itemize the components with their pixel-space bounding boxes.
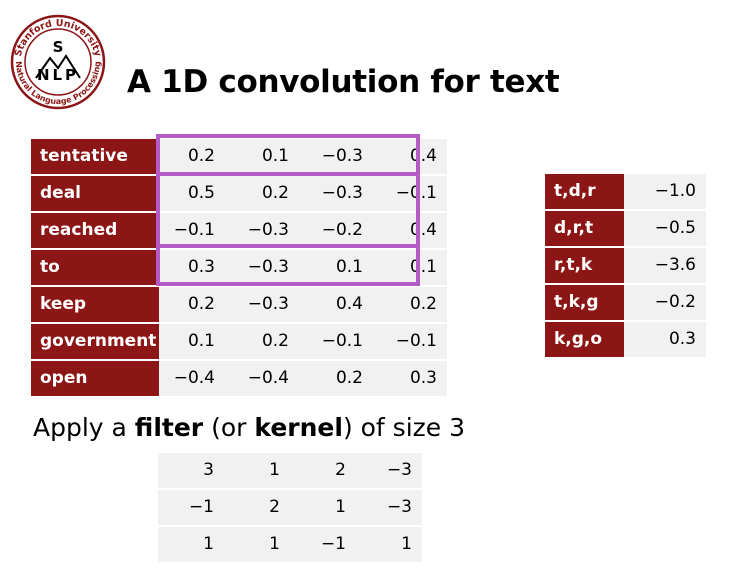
embedding-value: 0.1 xyxy=(159,324,225,359)
filter-value: −3 xyxy=(356,453,422,488)
embedding-value: 0.2 xyxy=(373,287,447,322)
logo-letter: S xyxy=(53,38,64,56)
embedding-value: 0.5 xyxy=(159,176,225,211)
embedding-value: −0.1 xyxy=(373,324,447,359)
filter-value: 1 xyxy=(158,527,224,562)
result-value: 0.3 xyxy=(624,322,706,357)
window-label: t,k,g xyxy=(545,285,624,320)
window-highlight-2 xyxy=(156,172,420,286)
caption-kernel: kernel xyxy=(254,413,343,442)
embedding-value: −0.3 xyxy=(225,287,299,322)
word-label: keep xyxy=(31,287,159,322)
embedding-value: −0.3 xyxy=(299,139,373,174)
word-label: reached xyxy=(31,213,159,248)
result-row: t,d,r−1.0 xyxy=(545,174,706,209)
embedding-value: 0.3 xyxy=(373,361,447,396)
result-value: −0.2 xyxy=(624,285,706,320)
embedding-value: 0.2 xyxy=(159,139,225,174)
caption-middle: (or xyxy=(203,413,255,442)
result-row: d,r,t−0.5 xyxy=(545,211,706,246)
word-label: open xyxy=(31,361,159,396)
filter-value: 3 xyxy=(158,453,224,488)
embedding-value: −0.3 xyxy=(225,213,299,248)
filter-value: −1 xyxy=(158,490,224,525)
embedding-value: −0.1 xyxy=(159,213,225,248)
embedding-value: 0.2 xyxy=(299,361,373,396)
window-label: t,d,r xyxy=(545,174,624,209)
window-label: r,t,k xyxy=(545,248,624,283)
embedding-value: −0.1 xyxy=(373,176,447,211)
embedding-value: 0.1 xyxy=(299,250,373,285)
caption-before: Apply a xyxy=(33,413,135,442)
filter-value: 1 xyxy=(224,453,290,488)
caption-filter: filter xyxy=(134,413,204,442)
embedding-value: 0.2 xyxy=(159,287,225,322)
embedding-value: 0.2 xyxy=(225,324,299,359)
filter-value: −1 xyxy=(290,527,356,562)
result-value: −1.0 xyxy=(624,174,706,209)
filter-value: 2 xyxy=(224,490,290,525)
caption-after: ) of size 3 xyxy=(342,413,466,442)
embedding-value: 0.4 xyxy=(373,213,447,248)
filter-value: 2 xyxy=(290,453,356,488)
filter-caption: Apply a filter (or kernel) of size 3 xyxy=(33,413,465,442)
word-label: government xyxy=(31,324,159,359)
filter-value: 1 xyxy=(290,490,356,525)
embedding-value: −0.2 xyxy=(299,213,373,248)
logo-mark: NLP xyxy=(37,66,79,84)
window-label: k,g,o xyxy=(545,322,624,357)
embedding-value: 0.1 xyxy=(225,139,299,174)
filter-value: −3 xyxy=(356,490,422,525)
result-row: t,k,g−0.2 xyxy=(545,285,706,320)
result-row: r,t,k−3.6 xyxy=(545,248,706,283)
embedding-value: 0.2 xyxy=(225,176,299,211)
result-value: −0.5 xyxy=(624,211,706,246)
word-label: deal xyxy=(31,176,159,211)
word-label: tentative xyxy=(31,139,159,174)
embedding-value: 0.3 xyxy=(159,250,225,285)
filter-value: 1 xyxy=(224,527,290,562)
embedding-value: −0.1 xyxy=(299,324,373,359)
embedding-value: −0.4 xyxy=(225,361,299,396)
page-title: A 1D convolution for text xyxy=(127,64,560,100)
word-label: to xyxy=(31,250,159,285)
embedding-value: 0.4 xyxy=(299,287,373,322)
result-value: −3.6 xyxy=(624,248,706,283)
stanford-nlp-logo: Stanford University Natural Language Pro… xyxy=(10,14,106,110)
embedding-value: −0.4 xyxy=(159,361,225,396)
filter-value: 1 xyxy=(356,527,422,562)
window-label: d,r,t xyxy=(545,211,624,246)
embedding-value: −0.3 xyxy=(225,250,299,285)
embedding-value: −0.3 xyxy=(299,176,373,211)
